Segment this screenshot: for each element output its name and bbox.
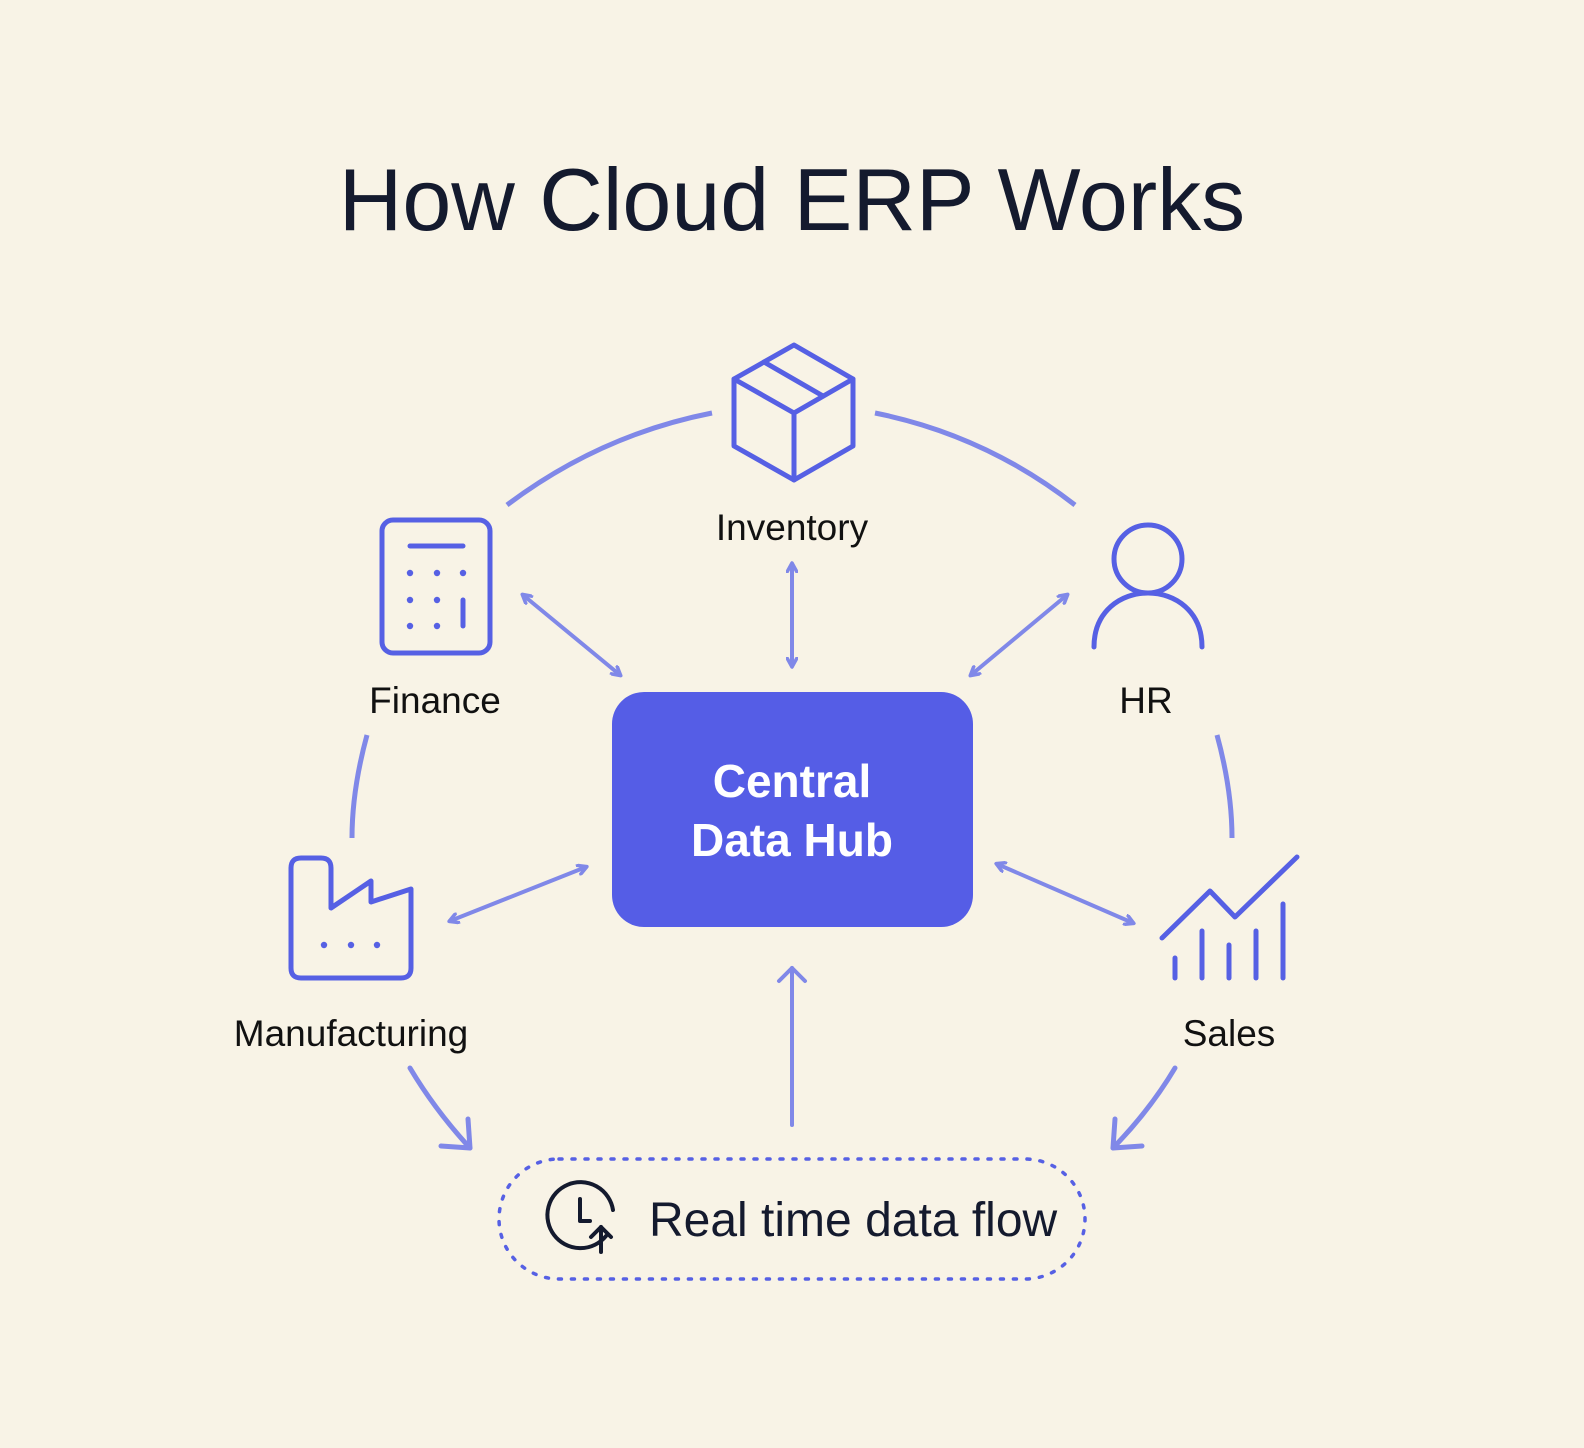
hub-label-line2: Data Hub <box>691 814 893 866</box>
arrowhead-flow-to-hub <box>777 966 807 983</box>
label-inventory: Inventory <box>716 507 869 548</box>
connector-finance-hub <box>523 595 620 675</box>
clock-upload-icon <box>545 1180 615 1254</box>
factory-icon <box>288 855 414 981</box>
label-finance: Finance <box>369 680 501 721</box>
arrow-manufacturing-to-flow <box>407 1065 473 1151</box>
outer-arc-right <box>1214 734 1235 839</box>
arrowhead-manufacturing-to-flow <box>438 1116 473 1151</box>
outer-arc-left <box>349 734 370 839</box>
outer-arc-right-top <box>874 410 1077 507</box>
flow-dashed-box <box>497 1157 1087 1281</box>
module-sales: Sales <box>1159 854 1300 1054</box>
module-inventory: Inventory <box>716 342 869 548</box>
label-sales: Sales <box>1183 1013 1276 1054</box>
realtime-data-flow: Real time data flow <box>497 1157 1087 1281</box>
person-icon <box>1091 522 1205 650</box>
outer-arc-left-top <box>505 410 713 507</box>
module-finance: Finance <box>369 517 501 721</box>
label-manufacturing: Manufacturing <box>234 1013 468 1054</box>
page-title: How Cloud ERP Works <box>339 150 1245 249</box>
label-hr: HR <box>1119 680 1172 721</box>
connector-manufacturing-hub <box>450 867 586 921</box>
arrowhead-sales-to-flow <box>1110 1116 1145 1151</box>
connector-hub-sales <box>997 864 1133 923</box>
hub-box <box>612 692 973 927</box>
box-icon <box>731 342 856 483</box>
module-hr: HR <box>1091 522 1205 721</box>
central-data-hub: Central Data Hub <box>612 692 973 927</box>
calculator-icon <box>379 517 493 656</box>
arrow-sales-to-flow <box>1110 1065 1178 1151</box>
flow-label: Real time data flow <box>649 1194 1058 1247</box>
module-manufacturing: Manufacturing <box>234 855 468 1054</box>
connector-hr-hub <box>971 595 1067 675</box>
sales-chart-icon <box>1159 854 1300 981</box>
hub-label-line1: Central <box>713 755 871 807</box>
